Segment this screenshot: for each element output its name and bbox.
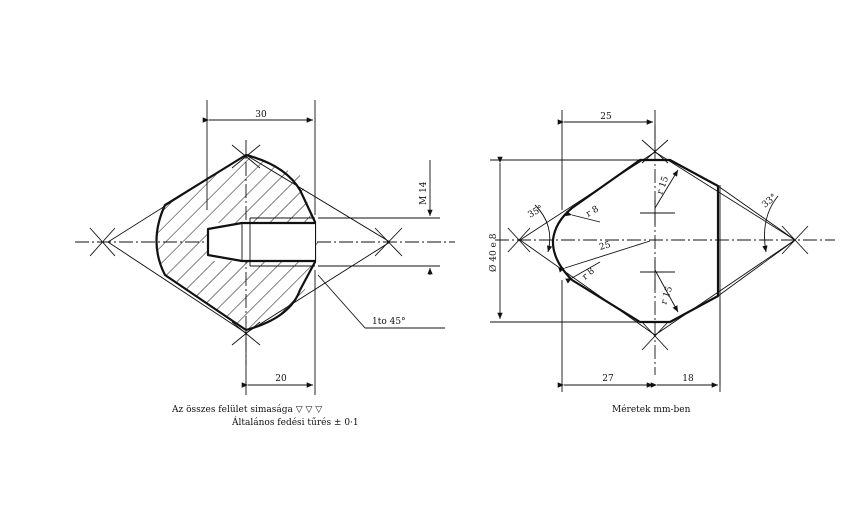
dim-thread: M 14 bbox=[419, 181, 429, 205]
chamfer-note: 1to 45° bbox=[372, 317, 406, 327]
units-note: Méretek mm-ben bbox=[612, 404, 691, 415]
tolerance-note: Általános fedési tűrés ± 0·1 bbox=[231, 416, 359, 428]
angle-35: 35° bbox=[527, 204, 546, 221]
r-upper-left: r 8 bbox=[585, 204, 601, 219]
dim-27: 27 bbox=[602, 374, 614, 384]
angle-33: 33° bbox=[761, 192, 780, 210]
dim-30: 30 bbox=[255, 110, 267, 120]
left-view: 30 20 M 14 1to 45° bbox=[75, 100, 455, 395]
dim-center-25: 25 bbox=[598, 240, 612, 253]
dim-25-top: 25 bbox=[600, 112, 612, 122]
right-view: r 8 r 8 r 15 r 15 25 35° 33° 25 Ø 40 e 8… bbox=[488, 110, 835, 392]
threaded-bore bbox=[206, 221, 315, 263]
dim-diameter: Ø 40 e 8 bbox=[488, 233, 499, 272]
right-outline bbox=[551, 158, 720, 324]
dim-18: 18 bbox=[682, 374, 694, 384]
surface-note: Az összes felület simasága ▽ ▽ ▽ bbox=[171, 404, 322, 415]
r-lower-left: r 8 bbox=[581, 266, 598, 282]
dim-20: 20 bbox=[275, 374, 287, 384]
left-outline bbox=[155, 153, 317, 332]
